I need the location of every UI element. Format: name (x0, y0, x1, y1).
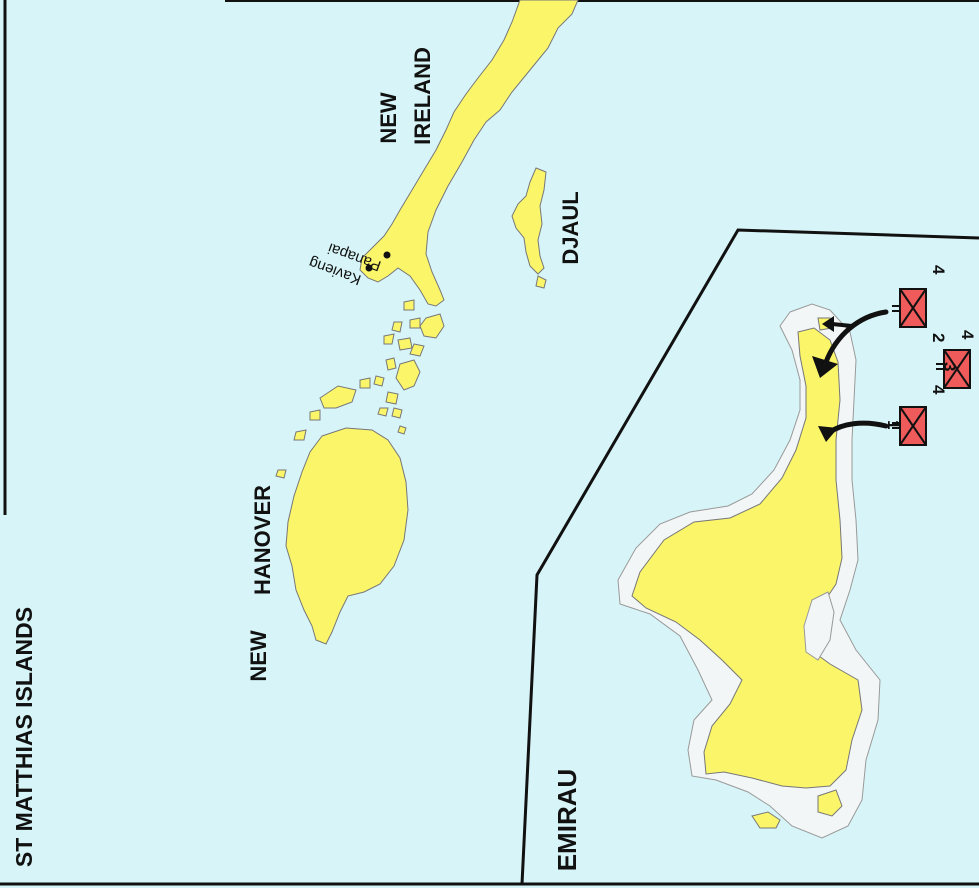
st-matthias-label: ST MATTHIAS ISLANDS (11, 607, 37, 867)
unit-1-symbol: 4 1 (884, 385, 948, 446)
panapai-dot (383, 251, 391, 259)
unit-3-strength: 4 (958, 330, 977, 340)
landing-arrow-lower-head (818, 426, 838, 442)
new-hanover-island (285, 427, 409, 645)
unit-2-strength: 4 (929, 265, 948, 275)
new-ireland-label-2: IRELAND (410, 47, 435, 145)
landing-arrow-tip-head (822, 316, 834, 332)
small-islands (275, 299, 445, 479)
new-hanover-label-2: HANOVER (250, 485, 275, 595)
landing-units: 4 2 4 3 4 1 (812, 265, 977, 446)
new-hanover-label-1: NEW (246, 630, 271, 682)
landing-arrow-upper (823, 309, 889, 365)
unit-2-symbol: 4 2 (892, 265, 948, 342)
unit-1-strength: 4 (929, 385, 948, 395)
kavieng-dot (365, 264, 373, 272)
emirau-islet (817, 789, 843, 817)
emirau-islet-2 (751, 811, 781, 829)
unit-3-number: 3 (940, 362, 959, 371)
emirau-lagoon (803, 591, 835, 661)
landing-arrow-upper-head (812, 356, 838, 378)
emirau-land (631, 327, 863, 789)
landing-arrow-tip (831, 322, 853, 328)
emirau-label: EMIRAU (552, 769, 582, 872)
unit-3-symbol: 4 3 (936, 330, 977, 389)
map-labels: NEW IRELAND DJAUL NEW HANOVER ST MATTHIA… (11, 47, 583, 871)
djaul-island (511, 167, 547, 289)
emirau-inset-frame (520, 228, 979, 885)
new-ireland-label-1: NEW (376, 92, 401, 144)
new-ireland-island (359, 0, 579, 307)
djaul-label: DJAUL (558, 191, 583, 264)
emirau-island (617, 303, 881, 839)
unit-2-number: 2 (929, 333, 948, 342)
unit-1-number: 1 (884, 420, 903, 429)
